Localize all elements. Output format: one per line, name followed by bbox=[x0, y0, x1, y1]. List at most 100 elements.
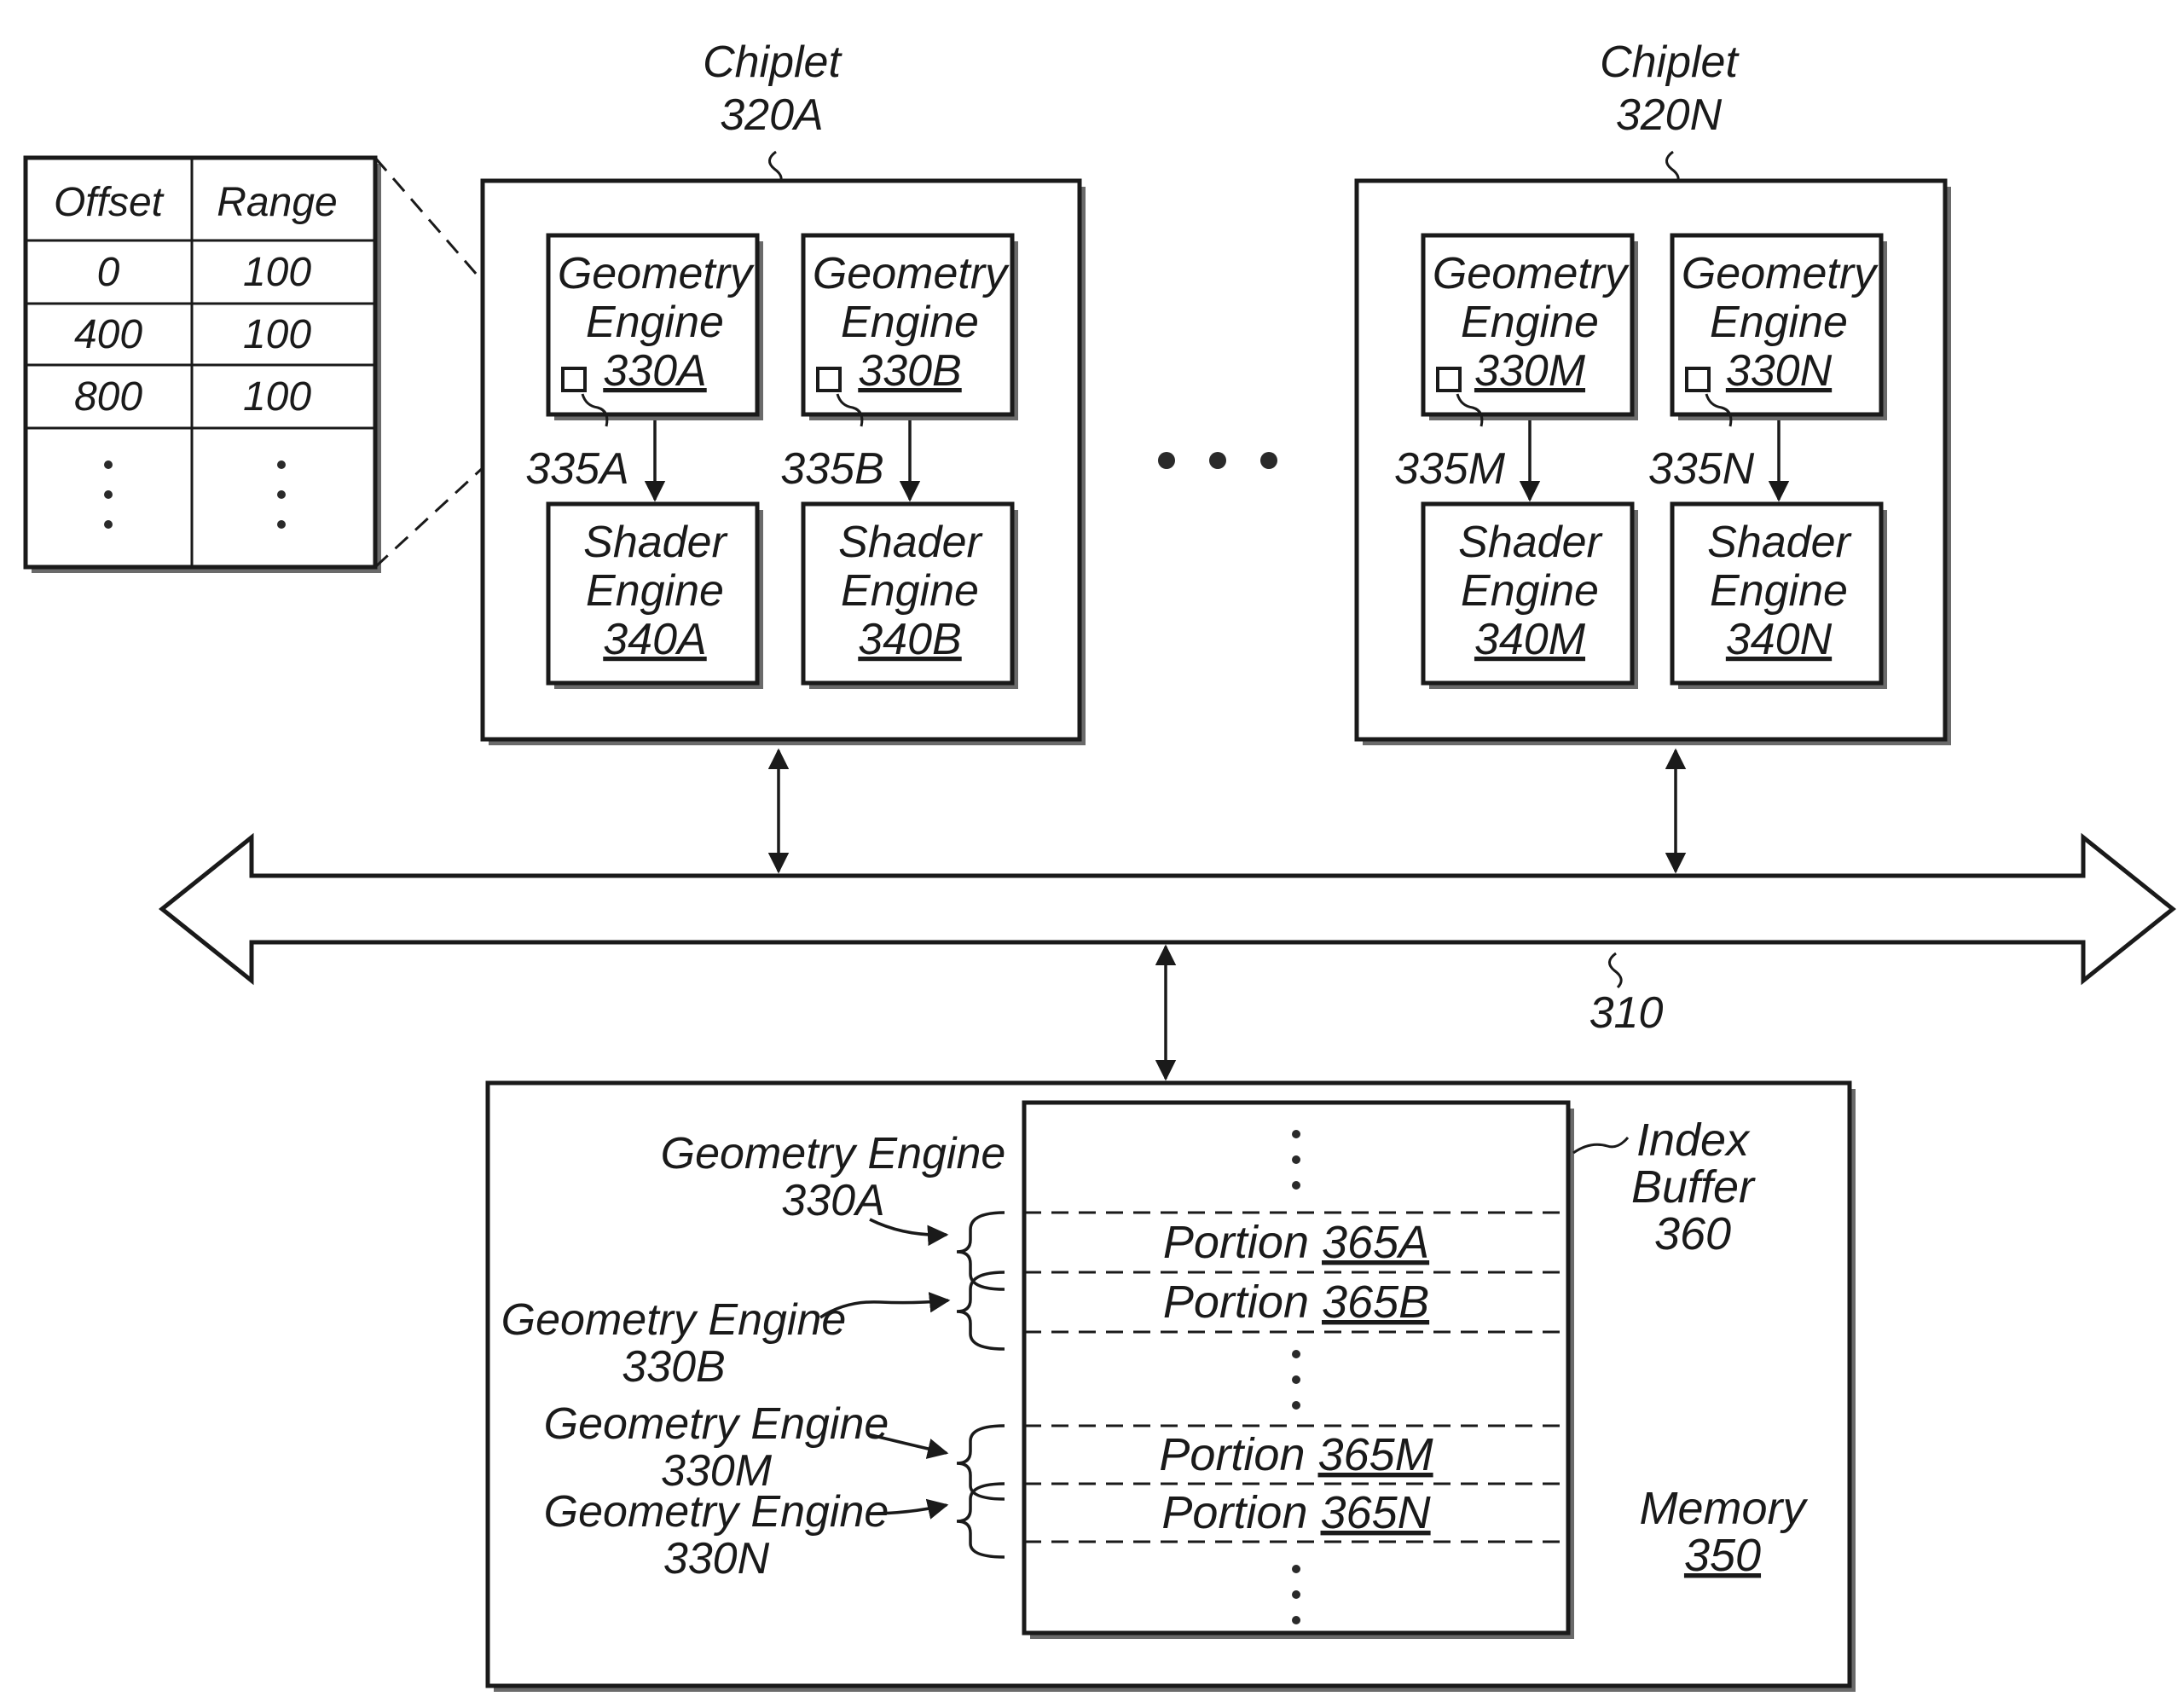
bus-ref: 310 bbox=[1589, 988, 1664, 1038]
table-cell: 100 bbox=[243, 250, 311, 295]
shader-engine-340n: Shader Engine 340N bbox=[1670, 501, 1887, 689]
ge-label-ref: 330B bbox=[622, 1342, 725, 1392]
ge-line2: Engine bbox=[841, 298, 979, 347]
se-line2: Engine bbox=[1710, 566, 1848, 616]
svg-text:Portion 365B: Portion 365B bbox=[1163, 1277, 1429, 1328]
table-cell: 100 bbox=[243, 374, 311, 420]
squiggle-icon bbox=[1572, 1137, 1630, 1155]
portion-365b: Portion 365B bbox=[1163, 1277, 1429, 1328]
ge-ref: 330A bbox=[603, 346, 706, 396]
geometry-engine-330m: Geometry Engine 330M bbox=[1421, 233, 1638, 427]
geometry-engine-330n: Geometry Engine 330N bbox=[1670, 233, 1887, 427]
se-ref: 340N bbox=[1726, 615, 1833, 664]
chiplet-label: Chiplet bbox=[703, 38, 843, 87]
ge-label-ref: 330M bbox=[661, 1446, 773, 1496]
cache-icon bbox=[1685, 367, 1711, 392]
ge-label-ref: 330A bbox=[781, 1176, 884, 1225]
portion-word: Portion bbox=[1161, 1487, 1307, 1538]
bus-double-arrow bbox=[158, 832, 2177, 986]
portion-365a: Portion 365A bbox=[1163, 1217, 1429, 1268]
ge-label-text: Geometry Engine bbox=[661, 1129, 1006, 1178]
callout-line bbox=[373, 157, 565, 374]
table-ellipsis-icon bbox=[104, 460, 286, 529]
memory-label-ge-330n: Geometry Engine 330N bbox=[544, 1487, 949, 1584]
offset-range-table: Offset Range 0 100 400 100 800 100 bbox=[23, 155, 565, 573]
se-line1: Shader bbox=[838, 518, 983, 567]
memory-label-ge-330m: Geometry Engine 330M bbox=[544, 1399, 949, 1496]
index-buffer-ref: 360 bbox=[1654, 1208, 1731, 1259]
ge-label-text: Geometry Engine bbox=[544, 1399, 889, 1449]
ge-label-ref: 330N bbox=[663, 1534, 770, 1584]
svg-text:Portion 365A: Portion 365A bbox=[1163, 1217, 1429, 1268]
index-buffer-360: Index Buffer 360 Portion 365A Portion 36… bbox=[1022, 1100, 1756, 1639]
svg-text:Portion 365N: Portion 365N bbox=[1161, 1487, 1431, 1538]
chiplet-320n: Chiplet 320N Geometry Engine 330M 335M G… bbox=[1354, 38, 1951, 745]
se-line2: Engine bbox=[1461, 566, 1599, 616]
shader-engine-340a: Shader Engine 340A bbox=[546, 501, 763, 689]
ge-line2: Engine bbox=[586, 298, 724, 347]
ge-line1: Geometry bbox=[813, 249, 1010, 298]
table-header-offset: Offset bbox=[54, 180, 165, 225]
portion-word: Portion bbox=[1163, 1277, 1309, 1328]
se-line1: Shader bbox=[583, 518, 728, 567]
cache-ref: 335B bbox=[780, 444, 883, 494]
portion-ref: 365N bbox=[1321, 1487, 1432, 1538]
chiplet-label: Chiplet bbox=[1600, 38, 1740, 87]
svg-text:Portion 365M: Portion 365M bbox=[1159, 1429, 1433, 1480]
portion-365n: Portion 365N bbox=[1161, 1487, 1431, 1538]
memory-label-ge-330a: Geometry Engine 330A bbox=[661, 1129, 1006, 1247]
memory-label-ge-330b: Geometry Engine 330B bbox=[501, 1292, 951, 1392]
index-buffer-line1: Index bbox=[1636, 1115, 1751, 1166]
portion-ref: 365B bbox=[1322, 1277, 1429, 1328]
table-cell: 400 bbox=[74, 312, 142, 357]
buffer-ellipsis-icon bbox=[1292, 1130, 1300, 1624]
portion-365m: Portion 365M bbox=[1159, 1429, 1433, 1480]
chiplet-ref: 320A bbox=[720, 90, 823, 140]
cache-ref: 335N bbox=[1648, 444, 1755, 494]
cache-ref: 335M bbox=[1394, 444, 1506, 494]
pointer-arrow bbox=[869, 1498, 949, 1520]
se-ref: 340B bbox=[858, 615, 961, 664]
ge-line1: Geometry bbox=[1433, 249, 1630, 298]
se-line1: Shader bbox=[1707, 518, 1852, 567]
table-cell: 800 bbox=[74, 374, 142, 420]
ge-ref: 330M bbox=[1474, 346, 1586, 396]
se-line2: Engine bbox=[586, 566, 724, 616]
se-line2: Engine bbox=[841, 566, 979, 616]
ge-line1: Geometry bbox=[1682, 249, 1879, 298]
geometry-engine-330b: Geometry Engine 330B bbox=[801, 233, 1018, 427]
bus-310: 310 bbox=[158, 832, 2177, 1038]
pointer-arrow bbox=[869, 1218, 949, 1247]
index-buffer-line2: Buffer bbox=[1631, 1161, 1756, 1213]
se-ref: 340M bbox=[1474, 615, 1586, 664]
table-cell: 0 bbox=[97, 250, 120, 295]
chiplet-320a: Chiplet 320A Geometry Engine 330A 335A G… bbox=[480, 38, 1086, 745]
shader-engine-340m: Shader Engine 340M bbox=[1421, 501, 1638, 689]
portion-ref: 365A bbox=[1322, 1217, 1429, 1268]
cache-icon bbox=[561, 367, 587, 392]
portion-word: Portion bbox=[1159, 1429, 1305, 1480]
portion-word: Portion bbox=[1163, 1217, 1309, 1268]
ge-ref: 330B bbox=[858, 346, 961, 396]
cache-ref: 335A bbox=[525, 444, 628, 494]
table-header-range: Range bbox=[217, 180, 337, 225]
memory-label: Memory bbox=[1639, 1483, 1808, 1534]
portion-ref: 365M bbox=[1318, 1429, 1433, 1480]
cache-icon bbox=[1436, 367, 1462, 392]
squiggle-icon bbox=[1608, 952, 1623, 989]
ge-label-text: Geometry Engine bbox=[544, 1487, 889, 1537]
ge-line2: Engine bbox=[1710, 298, 1848, 347]
pointer-arrow bbox=[819, 1292, 951, 1319]
callout-line bbox=[373, 392, 565, 569]
ge-line2: Engine bbox=[1461, 298, 1599, 347]
se-line1: Shader bbox=[1458, 518, 1603, 567]
ge-ref: 330N bbox=[1726, 346, 1833, 396]
memory-350: Memory 350 Index Buffer 360 Portion 36 bbox=[485, 1080, 1856, 1692]
se-ref: 340A bbox=[603, 615, 706, 664]
chiplet-ellipsis-icon bbox=[1158, 452, 1277, 469]
ge-line1: Geometry bbox=[558, 249, 755, 298]
cache-icon bbox=[816, 367, 842, 392]
chiplet-ref: 320N bbox=[1616, 90, 1723, 140]
portion-brace-icons bbox=[956, 1211, 1005, 1559]
